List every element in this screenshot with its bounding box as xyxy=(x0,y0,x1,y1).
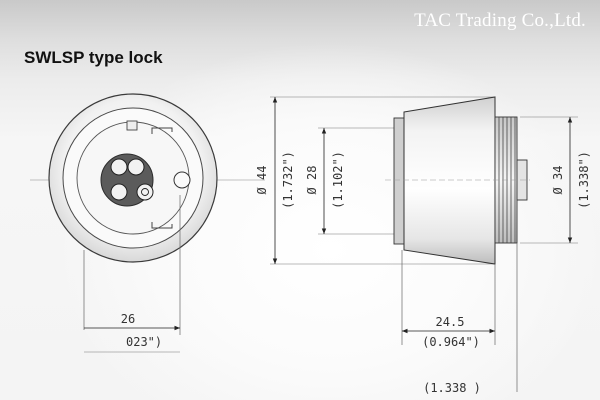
dim-28-in: (1.102") xyxy=(331,151,345,209)
company-name: TAC Trading Co.,Ltd. xyxy=(414,10,586,31)
pin-hole-4-inner xyxy=(141,188,149,196)
dim-28-mm: Ø 28 xyxy=(305,166,319,195)
dim-total-in: (1.338 ) xyxy=(423,381,481,395)
side-tapered-body xyxy=(403,96,496,265)
dim-44-mm: Ø 44 xyxy=(255,166,269,195)
side-view: Ø 44 (1.732") Ø 28 (1.102") Ø 34 (1.338"… xyxy=(255,96,591,395)
side-front-plate xyxy=(393,117,405,245)
dim-26-mm: 26 xyxy=(121,312,135,326)
side-hole xyxy=(173,171,191,189)
pin-hole-2 xyxy=(127,158,145,176)
dim-34-in: (1.338") xyxy=(577,151,591,209)
pin-hole-4 xyxy=(136,183,154,201)
dim-26-in: 023") xyxy=(126,335,162,349)
front-view: 26 023") xyxy=(30,93,265,353)
dim-44-in: (1.732") xyxy=(281,151,295,209)
front-top-notch xyxy=(126,120,138,131)
pin-hole-3 xyxy=(110,183,128,201)
pin-hole-1 xyxy=(110,158,128,176)
dim-245-in: (0.964") xyxy=(422,335,480,349)
dim-34-mm: Ø 34 xyxy=(551,166,565,195)
dim-245-mm: 24.5 xyxy=(436,315,465,329)
product-title: SWLSP type lock xyxy=(24,48,163,67)
front-upper-bracket xyxy=(151,127,173,134)
front-lower-bracket xyxy=(151,222,173,229)
